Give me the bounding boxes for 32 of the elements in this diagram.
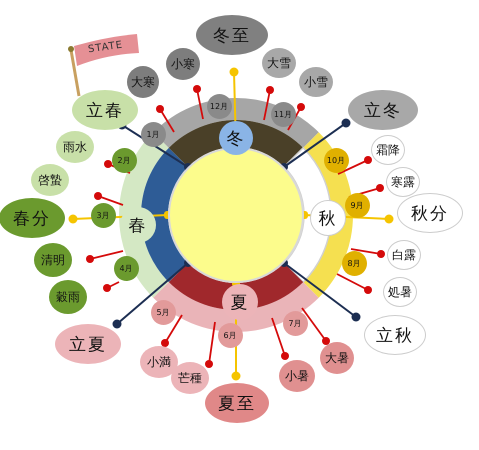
term-bubble: 芒種 — [171, 362, 209, 394]
term-bubble: 啓蟄 — [31, 164, 69, 196]
term-bubble: 夏至 — [205, 383, 269, 423]
term-bubble: 穀雨 — [49, 280, 87, 314]
term-bubble: 立冬 — [348, 90, 418, 130]
month-circle: 8月 — [342, 250, 366, 276]
month-circle: 2月 — [112, 148, 136, 172]
month-circle: 3月 — [90, 202, 116, 228]
term-bubble: 白露 — [387, 240, 421, 270]
term-bubble: 処暑 — [383, 277, 417, 307]
term-bubble: 小満 — [140, 346, 178, 378]
term-bubble: 小暑 — [279, 360, 315, 392]
term-bubble: 大寒 — [127, 66, 159, 98]
flag-label: STATE — [87, 40, 124, 56]
term-bubble: 霜降 — [371, 135, 405, 165]
term-bubble: 清明 — [34, 243, 72, 277]
term-bubble: 春分 — [0, 198, 65, 238]
term-bubble: 冬至 — [196, 15, 268, 55]
term-bubble: 秋分 — [397, 193, 463, 233]
month-circle: 12月 — [206, 94, 232, 118]
month-circle: 4月 — [114, 256, 138, 280]
term-bubble: 立夏 — [55, 324, 121, 364]
month-circle: 5月 — [150, 300, 176, 324]
term-bubble: 立春 — [72, 90, 138, 130]
term-bubble: 雨水 — [56, 131, 94, 163]
term-bubble: 大雪 — [262, 48, 296, 78]
term-bubble: 立秋 — [364, 315, 426, 355]
term-bubble: 小雪 — [299, 67, 333, 97]
month-circle: 1月 — [140, 122, 166, 146]
term-bubble: 寒露 — [386, 167, 420, 197]
term-bubble: 大暑 — [320, 342, 354, 374]
term-bubble: 小寒 — [166, 48, 200, 80]
